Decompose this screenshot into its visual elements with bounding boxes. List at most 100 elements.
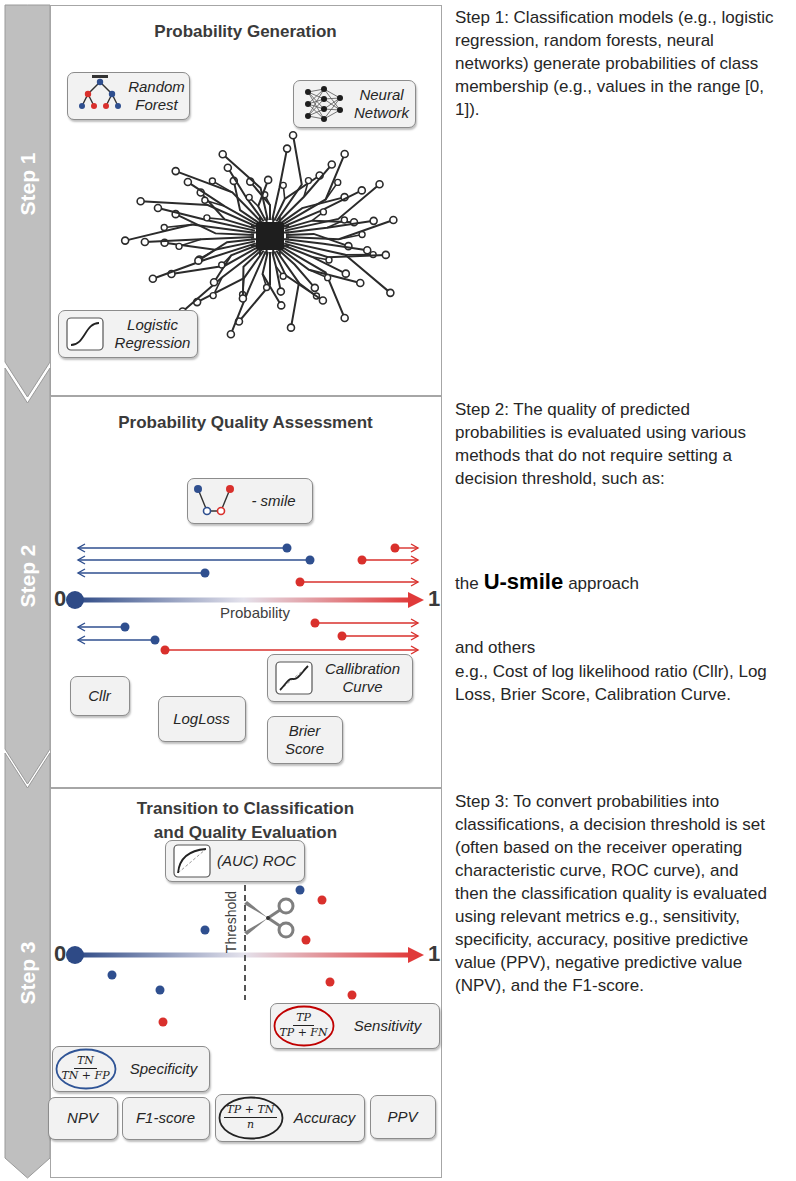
arrow-head [78, 623, 85, 631]
text-area: LogLoss [159, 697, 245, 741]
circuit-pad [290, 132, 297, 139]
text-area: Probability Generation [86, 20, 406, 44]
circuit-trace [276, 135, 301, 221]
circuit-pad [364, 247, 371, 254]
circuit-trace [243, 250, 262, 299]
circuit-trace [274, 251, 323, 300]
text-area: Step 2 [5, 403, 50, 749]
circuit-pad [264, 284, 270, 290]
circuit-pad [195, 257, 202, 264]
metric-box: Sensitivity TPTP + FN [270, 1003, 440, 1049]
arrow-head [411, 619, 418, 627]
tree-edge [82, 82, 100, 106]
box-label: F1-score [136, 1109, 195, 1127]
probability-dot [306, 556, 315, 565]
box-label: Cllr [88, 687, 111, 705]
circuit-pad [122, 237, 129, 244]
circuit-pad [335, 179, 341, 185]
icon-dot [217, 507, 224, 514]
circuit-pad [219, 262, 225, 268]
smile-line [198, 489, 230, 511]
probability-dot [151, 636, 160, 645]
text-area: TPTP + FN [273, 1005, 335, 1047]
text-area: TNTN + FP [55, 1048, 117, 1090]
circuit-trace [183, 248, 260, 311]
circuit-pad [154, 204, 161, 211]
probability-arrow [342, 635, 418, 636]
axis-origin [66, 591, 84, 609]
text-area: Accuracy [286, 1095, 364, 1141]
circuit-trace [231, 251, 266, 334]
circuit-trace [223, 154, 268, 220]
circuit-trace [286, 220, 393, 239]
circuit-pad [204, 215, 210, 221]
circuit-pad [209, 178, 215, 184]
metric-box: F1-score [122, 1097, 210, 1140]
circuit-pad [376, 181, 383, 188]
formula-ellipse: TPTP + FN [273, 1005, 335, 1047]
circuit-trace [165, 241, 255, 249]
arrow-head [411, 578, 418, 586]
sample-dot [296, 886, 305, 895]
box-label: Sensitivity [354, 1017, 422, 1035]
icon-dot [108, 90, 114, 96]
icon-dot [337, 107, 343, 113]
icon-dot [91, 103, 97, 109]
icon-dot [103, 103, 109, 109]
box-icon [276, 662, 312, 694]
formula-ellipse-shape [56, 1049, 115, 1088]
approach-text: the [455, 574, 479, 594]
method-box: LogLoss [158, 696, 246, 742]
circuit-pad [210, 293, 216, 299]
arrow-head [78, 544, 85, 552]
circuit-pad [341, 150, 348, 157]
panel-title: Transition to Classification and Quality… [126, 797, 366, 845]
step-description: Step 3: To convert probabilities into cl… [455, 790, 775, 997]
icon-frame [276, 662, 312, 694]
formula-term: TN + FP [58, 1069, 112, 1083]
axis-origin [66, 946, 84, 964]
text-area: Specificity [119, 1047, 209, 1091]
scissors-handle [279, 899, 293, 913]
text-area: Step 3 [5, 788, 50, 1158]
arrow-head [411, 632, 418, 640]
probability-dot [358, 556, 367, 565]
arrow-head [411, 646, 418, 654]
probability-arrow [362, 559, 418, 560]
axis-title: Probability [205, 604, 305, 621]
scissors-blade [244, 918, 268, 935]
probability-arrow [78, 559, 310, 560]
box-label: Specificity [130, 1060, 198, 1078]
circuit-pad [311, 284, 318, 291]
circuit-pad [184, 179, 191, 186]
scissors-pivot [266, 916, 270, 920]
circuit-pad [211, 279, 218, 286]
step-label: Step 3 [16, 941, 40, 1004]
circuit-pad [319, 297, 326, 304]
probability-arrow [78, 626, 125, 627]
circuit-pad [326, 257, 332, 263]
circuit-pad [280, 182, 286, 188]
text-area: Random Forest [126, 73, 188, 119]
text-area: F1-score [123, 1098, 209, 1139]
method-box: Callibration Curve [267, 654, 413, 702]
method-box: - smile [187, 478, 313, 524]
formula-term: TN [74, 1054, 97, 1069]
model-box: Logistic Regression [58, 310, 198, 358]
formula-term: n [244, 1118, 257, 1132]
text-area: Neural Network [350, 81, 414, 127]
icon-dot [321, 86, 327, 92]
icon-dot [194, 485, 202, 493]
probability-dot [391, 544, 400, 553]
icon-dot [337, 95, 343, 101]
formula-ellipse-shape [219, 1097, 282, 1138]
icon-dot [305, 101, 311, 107]
sample-dot [201, 926, 210, 935]
circuit-trace [263, 252, 282, 306]
formula-ellipse: TNTN + FP [55, 1048, 117, 1090]
scissors-handle [279, 923, 293, 937]
circuit-pad [359, 232, 365, 238]
probability-dot [311, 619, 320, 628]
icon-dot [84, 90, 90, 96]
probability-arrow [300, 581, 418, 582]
